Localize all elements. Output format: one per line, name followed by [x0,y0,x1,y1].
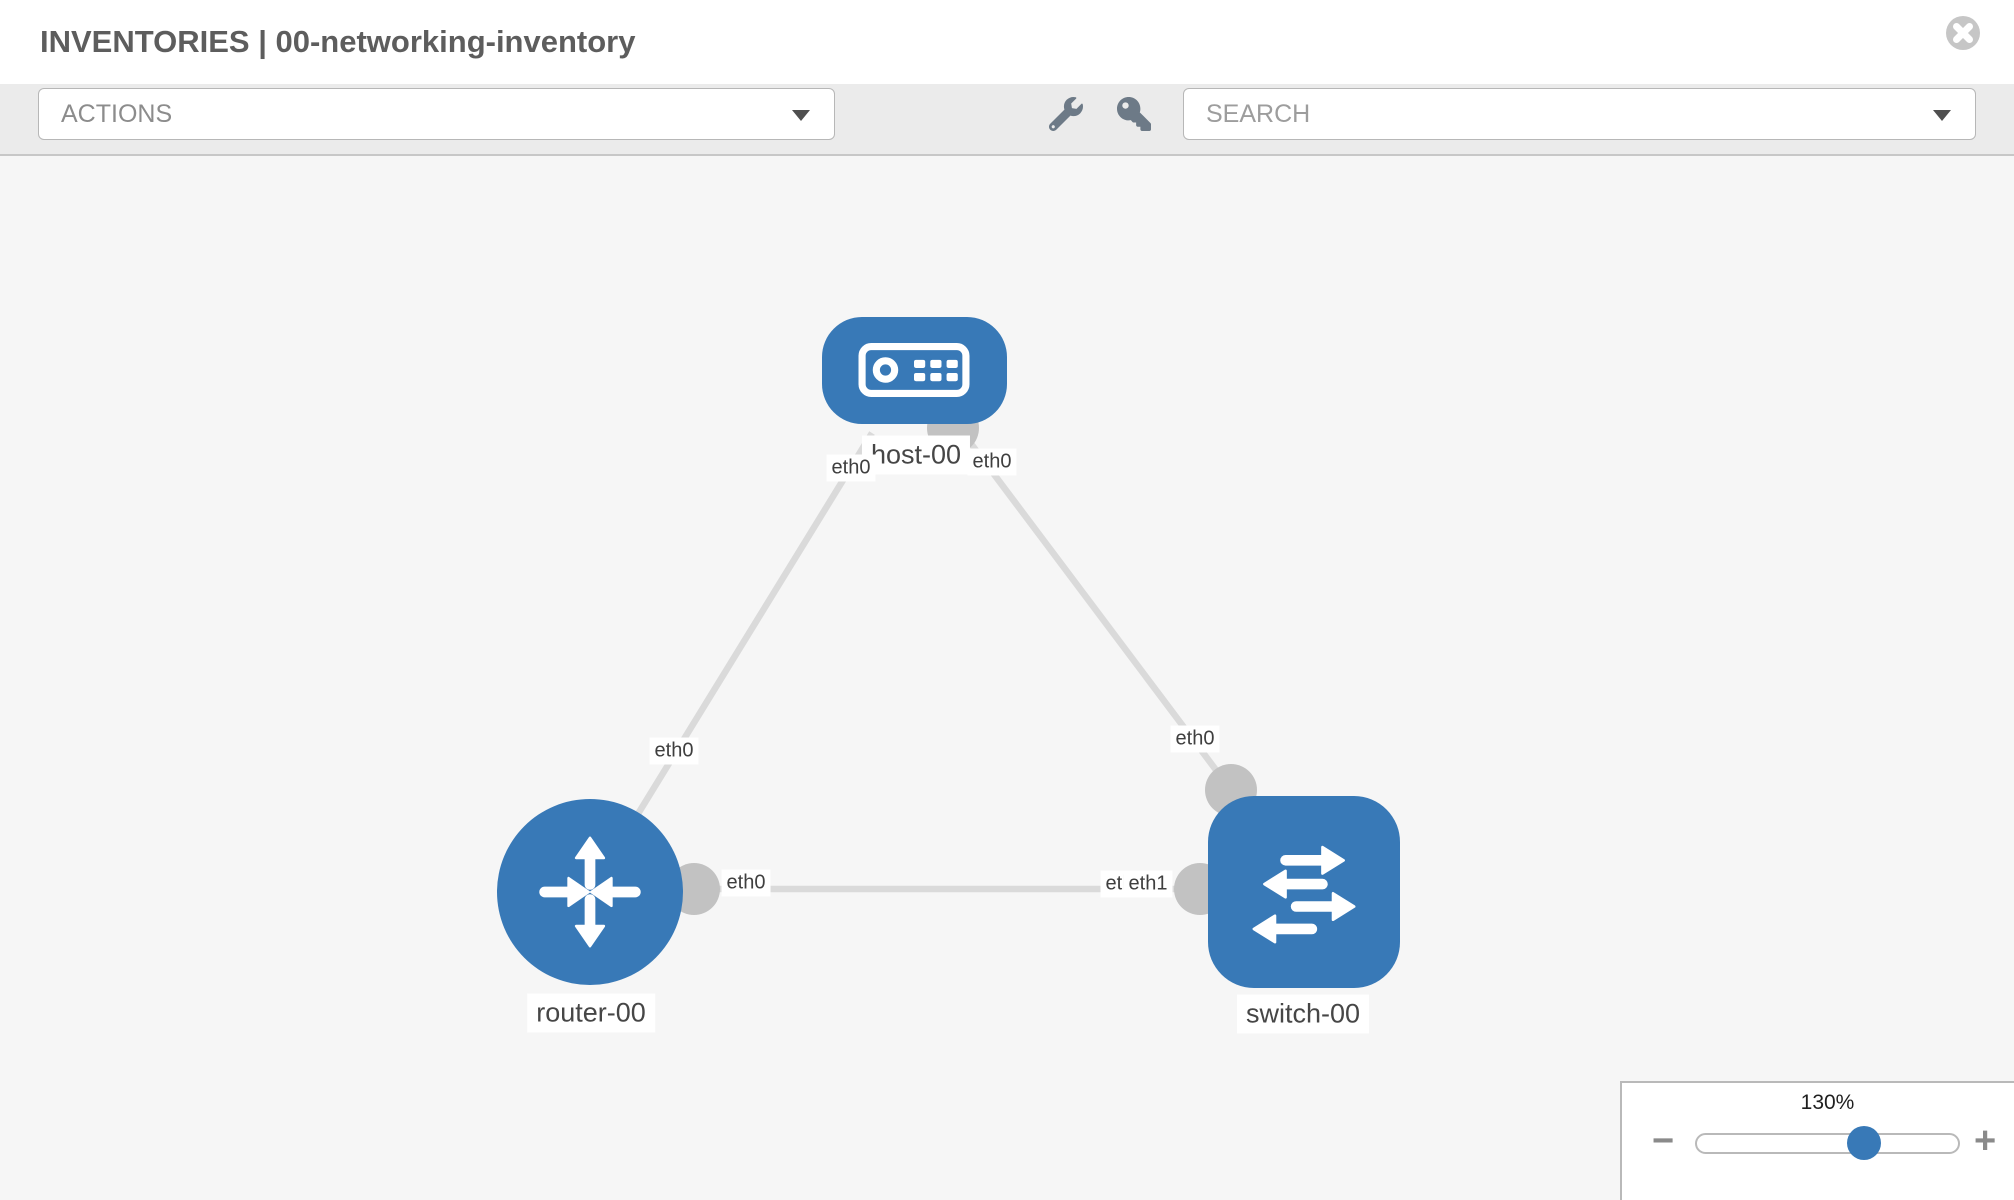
port-label: eth0 [967,448,1017,476]
page-title: INVENTORIES | 00-networking-inventory [40,24,636,59]
zoom-control-panel: 130% − + [1620,1081,2014,1200]
topology-edges [587,402,1257,915]
key-icon[interactable] [1117,97,1151,131]
node-label-host-00: host-00 [861,435,971,475]
node-switch-00[interactable] [1208,796,1400,988]
zoom-slider-handle[interactable] [1847,1126,1882,1160]
node-host-00[interactable] [821,316,1007,424]
port-label: eth0 [1170,725,1220,753]
close-button[interactable] [1944,14,1982,52]
switch-icon [1252,845,1356,944]
search-dropdown[interactable]: SEARCH [1183,88,1976,140]
zoom-level-value: 130% [1800,1091,1855,1114]
host-icon [858,343,970,397]
zoom-out-button[interactable]: − [1652,1120,1675,1162]
port-label: eth0 [649,737,699,765]
toolbar: ACTIONS SEARCH [0,84,2014,156]
actions-dropdown[interactable]: ACTIONS [38,88,835,140]
port-label: eth0 [721,869,771,897]
zoom-slider[interactable] [1695,1126,1960,1160]
wrench-icon[interactable] [1048,97,1083,132]
close-icon [1946,16,1980,50]
search-input[interactable]: SEARCH [1206,100,1311,128]
node-router-00[interactable] [497,799,683,985]
header: INVENTORIES | 00-networking-inventory [0,0,2014,84]
actions-dropdown-label: ACTIONS [61,100,173,128]
node-label-switch-00: switch-00 [1236,994,1370,1034]
node-label-router-00: router-00 [527,993,655,1033]
zoom-in-button[interactable]: + [1974,1120,1997,1162]
port-label: eth0 [826,454,876,482]
chevron-down-icon [1933,110,1951,121]
router-icon [539,836,641,948]
port-label: eth1 [1123,870,1173,898]
topology-canvas[interactable]: host-00 router-00 switch-00 eth0 eth0 eth0… [0,156,2014,1200]
chevron-down-icon [792,110,810,121]
